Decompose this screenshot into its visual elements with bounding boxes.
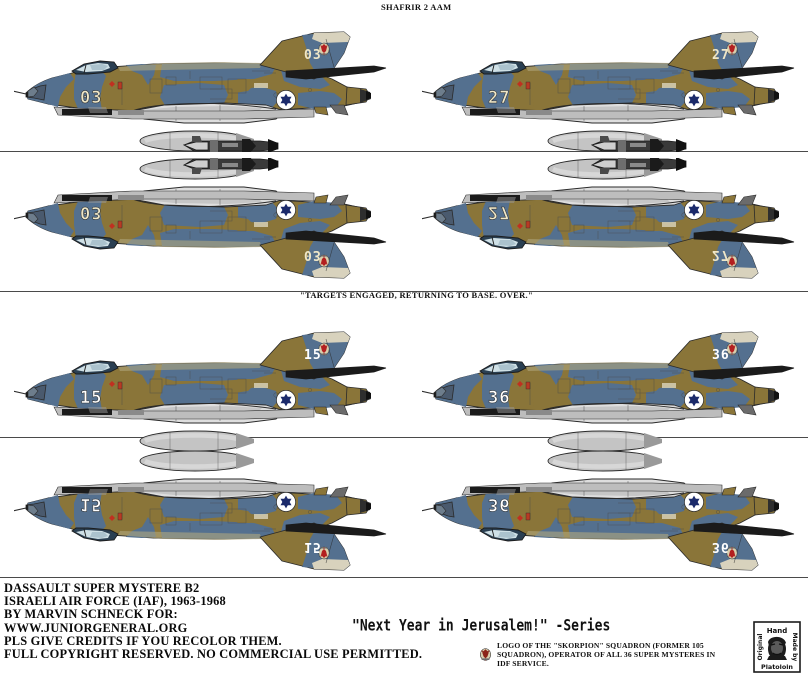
credit-line-author: BY MARVIN SCHNECK FOR: (4, 607, 178, 622)
stamp-text-top: Hand (767, 627, 788, 635)
credit-line-title: DASSAULT SUPER MYSTERE B2 (4, 581, 200, 595)
aircraft-profile-03-inverted: 03 03 (7, 156, 394, 298)
aircraft-number-fuselage: 27 (488, 88, 510, 108)
aircraft-number-tail: 36 (712, 348, 730, 363)
aircraft-number-tail: 15 (304, 539, 322, 554)
radio-call-caption: "TARGETS ENGAGED, RETURNING TO BASE. OVE… (300, 290, 533, 300)
aircraft-number-fuselage: 36 (488, 388, 510, 408)
credits-block: DASSAULT SUPER MYSTERE B2 ISRAELI AIR FO… (4, 581, 423, 662)
shafrir-missile-label: SHAFRIR 2 AAM (381, 2, 452, 12)
che-portrait-icon (767, 636, 787, 660)
scorpion-squadron-badge-icon (480, 648, 491, 661)
maker-stamp-logo: Hand Platoloin Original Made by (753, 621, 801, 673)
aircraft-profile-27-inverted: 27 27 (415, 156, 802, 298)
stamp-text-left: Original (757, 634, 764, 661)
credit-line-operator: ISRAELI AIR FORCE (IAF), 1963-1968 (4, 594, 226, 609)
aircraft-number-fuselage: 36 (488, 494, 510, 514)
aircraft-number-tail: 15 (304, 348, 322, 363)
aircraft-number-tail: 36 (712, 539, 730, 554)
row-divider-4 (0, 577, 808, 578)
series-label: "Next Year in Jerusalem!" -Series (352, 617, 611, 636)
aircraft-number-fuselage: 03 (80, 202, 102, 222)
aircraft-profile-36: 36 36 (415, 312, 802, 452)
aircraft-number-tail: 27 (712, 48, 730, 63)
row-divider-2 (0, 291, 808, 292)
stamp-text-bottom: Platoloin (761, 663, 793, 671)
aircraft-profile-27: 27 27 (415, 12, 802, 154)
aircraft-number-tail: 27 (712, 247, 730, 262)
aircraft-profile-15-inverted: 15 15 (7, 450, 394, 590)
aircraft-number-tail: 03 (304, 48, 322, 63)
aircraft-number-fuselage: 27 (488, 202, 510, 222)
aircraft-profile-36-inverted: 36 36 (415, 450, 802, 590)
credit-line-copyright: FULL COPYRIGHT RESERVED. NO COMMERCIAL U… (4, 647, 423, 662)
aircraft-profile-15: 15 15 (7, 312, 394, 452)
stamp-text-right: Made by (791, 633, 798, 662)
aircraft-number-fuselage: 03 (80, 88, 102, 108)
aircraft-profile-03: 03 03 (7, 12, 394, 154)
credit-line-recolor: PLS GIVE CREDITS IF YOU RECOLOR THEM. (4, 633, 282, 648)
row-divider-1 (0, 151, 808, 152)
aircraft-number-tail: 03 (304, 247, 322, 262)
squadron-note-text: LOGO OF THE "SKORPION" SQUADRON (FORMER … (497, 641, 716, 669)
aircraft-number-fuselage: 15 (80, 494, 102, 514)
credit-line-website: WWW.JUNIORGENERAL.ORG (4, 620, 188, 635)
aircraft-number-fuselage: 15 (80, 388, 102, 408)
row-divider-3 (0, 437, 808, 438)
